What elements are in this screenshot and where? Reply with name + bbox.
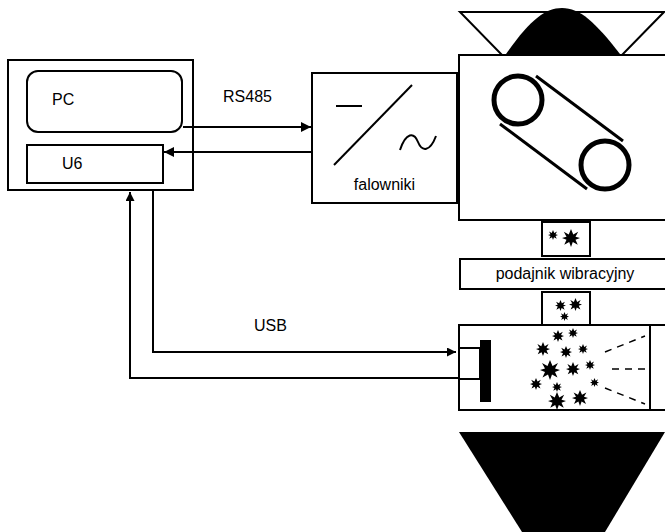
light-ray	[605, 388, 645, 404]
output-funnel	[459, 432, 665, 532]
conveyor-housing	[459, 55, 665, 220]
signal-label: USB	[252, 316, 289, 335]
usb-wire	[130, 192, 458, 378]
inverter-box: falowniki	[311, 72, 458, 204]
chute	[542, 222, 590, 256]
inverter-symbol	[400, 135, 436, 150]
node-text: falowniki	[354, 175, 415, 194]
node-text: podajnik wibracyjny	[496, 264, 635, 283]
inspection-chamber	[459, 325, 665, 410]
inverter-symbol	[334, 85, 412, 165]
belt	[536, 76, 623, 141]
rs485-link	[183, 126, 311, 128]
feeder-box: podajnik wibracyjny	[459, 258, 665, 290]
usb-wire	[153, 190, 456, 352]
camera	[459, 348, 480, 379]
belt-roller	[494, 76, 542, 124]
edge-label: RS485	[221, 87, 274, 106]
chute	[542, 292, 590, 325]
camera-lens	[480, 340, 491, 402]
light-ray	[612, 368, 645, 370]
belt-roller	[581, 141, 629, 189]
belt	[500, 124, 587, 189]
node-text: U6	[62, 154, 82, 173]
rs485-link	[164, 151, 311, 153]
pc-box: PC	[26, 70, 183, 133]
node-text: PC	[52, 90, 74, 109]
chamber-wall	[649, 325, 651, 410]
pc-housing	[8, 60, 193, 190]
material-pile	[506, 8, 620, 54]
light-ray	[605, 336, 645, 352]
module-box: U6	[26, 144, 164, 184]
inverter-symbol	[336, 105, 362, 107]
